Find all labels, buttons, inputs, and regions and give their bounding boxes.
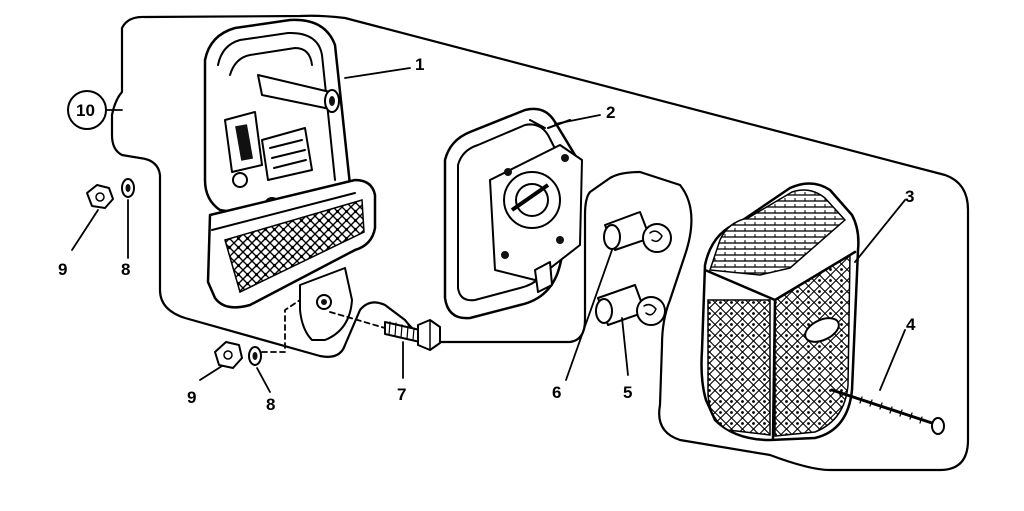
assembly-boundary-outline [110, 14, 970, 472]
callout-10: 10 [76, 101, 95, 120]
callout-9-lower: 9 [187, 388, 196, 407]
callout-7: 7 [397, 385, 406, 404]
part-8-washer-upper [121, 178, 135, 198]
assembly-guide-line [261, 299, 301, 353]
callout-4: 4 [906, 315, 916, 334]
part-3-lens [700, 182, 860, 442]
part-7-hex-bolt [384, 319, 441, 351]
callout-9-upper: 9 [58, 260, 67, 279]
callout-3: 3 [905, 187, 914, 206]
callout-5: 5 [623, 383, 632, 402]
part-6-bulb-upper [603, 211, 672, 253]
part-4-long-screw [830, 388, 945, 435]
assembly-guide-line [329, 311, 386, 329]
part-5-bulb-lower [595, 284, 666, 326]
callout-8-upper: 8 [121, 260, 130, 279]
part-1-lamp-housing [203, 18, 377, 341]
part-8-washer-lower [248, 346, 262, 366]
callout-6: 6 [552, 383, 561, 402]
leader-lines [71, 67, 906, 393]
part-9-nut-upper [86, 184, 114, 209]
part-2-gasket-plate [443, 107, 583, 320]
part-9-nut-lower [214, 341, 243, 369]
callout-10-circle [67, 90, 107, 130]
callout-1: 1 [415, 55, 424, 74]
callout-8-lower: 8 [266, 395, 275, 414]
callout-2: 2 [606, 103, 615, 122]
